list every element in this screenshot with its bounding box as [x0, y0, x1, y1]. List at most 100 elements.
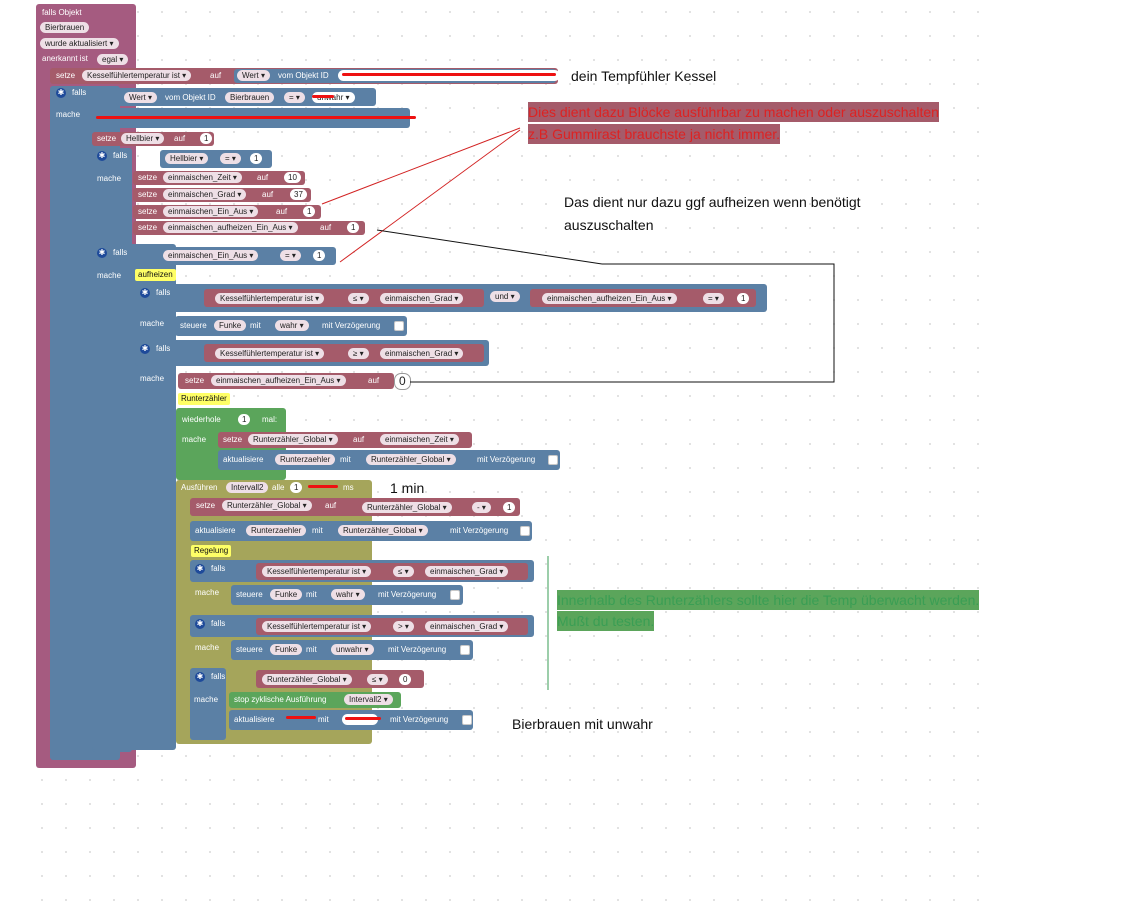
update-global-dropdown-2[interactable]: Runterzähler_Global ▾: [338, 525, 428, 536]
reg2-grad: einmaischen_Grad: [430, 622, 498, 631]
zaehler-field-1[interactable]: Runterzaehler: [275, 454, 336, 465]
funke-field-1[interactable]: Funke: [214, 320, 247, 331]
stop-interval-dropdown[interactable]: Intervall2 ▾: [344, 694, 393, 705]
if-regelung-3-falls: falls: [211, 672, 226, 681]
if1-wert: Wert: [129, 93, 146, 102]
ein-aus-value-field[interactable]: 1: [303, 206, 316, 217]
if-ein-aus-block[interactable]: [92, 244, 176, 750]
event-trigger-dropdown[interactable]: wurde aktualisiert ▾: [40, 38, 119, 49]
set-temp-var: Kesselfühlertemperatur ist: [87, 71, 180, 80]
delay-checkbox-1[interactable]: [394, 321, 404, 331]
cmp-ein-aus-var-dropdown[interactable]: einmaischen_Ein_Aus ▾: [163, 250, 259, 261]
update-global-dropdown-1[interactable]: Runterzähler_Global ▾: [366, 454, 456, 465]
aufh-one-value[interactable]: 1: [737, 293, 750, 304]
delay-checkbox-6[interactable]: [462, 715, 472, 725]
interval-every-field[interactable]: 1: [290, 482, 303, 493]
global-var-dropdown[interactable]: Runterzähler_Global ▾: [248, 434, 338, 445]
if-aufheizen-mache: mache: [140, 319, 165, 328]
reg2-op-dropdown[interactable]: > ▾: [393, 621, 414, 632]
redaction-mark-4: [308, 485, 338, 488]
reg2-temp-dropdown[interactable]: Kesselfühlertemperatur ist ▾: [262, 621, 372, 632]
zeit-var-dropdown[interactable]: einmaischen_Zeit ▾: [163, 172, 242, 183]
if-regelung-2-falls: falls: [211, 619, 226, 628]
aufheizen-var-dropdown[interactable]: einmaischen_aufheizen_Ein_Aus ▾: [163, 222, 298, 233]
and-op-dropdown[interactable]: und ▾: [490, 291, 520, 302]
grad-var-dropdown[interactable]: einmaischen_Grad ▾: [163, 189, 247, 200]
aufheizen-value-field[interactable]: 1: [347, 222, 360, 233]
aufh2-temp-dropdown[interactable]: Kesselfühlertemperatur ist ▾: [215, 348, 325, 359]
if1-wert-dropdown[interactable]: Wert ▾: [124, 92, 157, 103]
cmp-hellbier-var-dropdown[interactable]: Hellbier ▾: [165, 153, 209, 164]
grad-value-field[interactable]: 37: [290, 189, 307, 200]
reg3-global-dropdown[interactable]: Runterzähler_Global ▾: [262, 674, 352, 685]
gear-icon[interactable]: ✱: [140, 344, 150, 354]
wahr-value-1: wahr: [280, 321, 298, 330]
if-regelung-2-mache: mache: [195, 643, 220, 652]
funke-field-3[interactable]: Funke: [270, 644, 303, 655]
set-global-setze: setze: [223, 435, 243, 444]
minus-one-value[interactable]: 1: [503, 502, 516, 513]
aufh-eq-dropdown[interactable]: = ▾: [703, 293, 724, 304]
aufh-temp-dropdown[interactable]: Kesselfühlertemperatur ist ▾: [215, 293, 325, 304]
ein-aus-var: einmaischen_Ein_Aus: [168, 207, 248, 216]
aufh-op1-dropdown[interactable]: ≤ ▾: [348, 293, 369, 304]
cmp-ein-aus-op-dropdown[interactable]: = ▾: [280, 250, 301, 261]
minus-global-var-dropdown[interactable]: Runterzähler_Global ▾: [222, 500, 312, 511]
gear-icon[interactable]: ✱: [195, 672, 205, 682]
zaehler-field-2[interactable]: Runterzaehler: [246, 525, 307, 536]
control-delay-3: mit Verzögerung: [388, 645, 447, 654]
event-object-field[interactable]: Bierbrauen: [40, 22, 90, 33]
ack-dropdown[interactable]: egal ▾: [97, 54, 129, 65]
aufheizen-caption: aufheizen: [135, 269, 176, 281]
gear-icon[interactable]: ✱: [56, 88, 66, 98]
control-delay-2: mit Verzögerung: [378, 590, 437, 599]
gear-icon[interactable]: ✱: [195, 619, 205, 629]
aufh-grad-dropdown[interactable]: einmaischen_Grad ▾: [380, 293, 464, 304]
set-temp-var-dropdown[interactable]: Kesselfühlertemperatur ist ▾: [82, 70, 192, 81]
gear-icon[interactable]: ✱: [97, 151, 107, 161]
if-ein-aus-falls: falls: [113, 248, 128, 257]
cmp-hellbier-value[interactable]: 1: [250, 153, 263, 164]
wahr-dropdown-1[interactable]: wahr ▾: [275, 320, 309, 331]
aufheizen-zero-var-dropdown[interactable]: einmaischen_aufheizen_Ein_Aus ▾: [211, 375, 346, 386]
cmp-ein-aus-var: einmaischen_Ein_Aus: [168, 251, 248, 260]
delay-checkbox-3[interactable]: [520, 526, 530, 536]
minus-op-dropdown[interactable]: - ▾: [472, 502, 491, 513]
gear-icon[interactable]: ✱: [140, 288, 150, 298]
reg1-op-dropdown[interactable]: ≤ ▾: [393, 566, 414, 577]
reg1-temp-dropdown[interactable]: Kesselfühlertemperatur ist ▾: [262, 566, 372, 577]
update-global-2: Runterzähler_Global: [343, 526, 417, 535]
delay-checkbox-2[interactable]: [548, 455, 558, 465]
if1-op-dropdown[interactable]: = ▾: [284, 92, 305, 103]
repeat-times-field[interactable]: 1: [238, 414, 251, 425]
reg2-grad-dropdown[interactable]: einmaischen_Grad ▾: [425, 621, 509, 632]
funke-field-2[interactable]: Funke: [270, 589, 303, 600]
delay-checkbox-4[interactable]: [450, 590, 460, 600]
zeit-value-field[interactable]: 10: [284, 172, 301, 183]
aufh2-grad-dropdown[interactable]: einmaischen_Grad ▾: [380, 348, 464, 359]
if1-object-field[interactable]: Bierbrauen: [225, 92, 275, 103]
global-zeit-dropdown[interactable]: einmaischen_Zeit ▾: [380, 434, 459, 445]
reg1-grad-dropdown[interactable]: einmaischen_Grad ▾: [425, 566, 509, 577]
gear-icon[interactable]: ✱: [97, 248, 107, 258]
hellbier-var-dropdown[interactable]: Hellbier ▾: [121, 133, 165, 144]
ein-aus-var-dropdown[interactable]: einmaischen_Ein_Aus ▾: [163, 206, 259, 217]
aufh-var-dropdown[interactable]: einmaischen_aufheizen_Ein_Aus ▾: [542, 293, 677, 304]
minus-global-dropdown[interactable]: Runterzähler_Global ▾: [362, 502, 452, 513]
interval-name-field[interactable]: Intervall2: [226, 482, 269, 493]
delay-checkbox-5[interactable]: [460, 645, 470, 655]
unwahr-dropdown[interactable]: unwahr ▾: [331, 644, 374, 655]
reg3-op-dropdown[interactable]: ≤ ▾: [367, 674, 388, 685]
hellbier-value-field[interactable]: 1: [200, 133, 213, 144]
aufh2-op-dropdown[interactable]: ≥ ▾: [348, 348, 369, 359]
cmp-hellbier-op-dropdown[interactable]: = ▾: [220, 153, 241, 164]
control-mit-2: mit: [306, 590, 317, 599]
get-value-wert-dropdown[interactable]: Wert ▾: [237, 70, 270, 81]
reg3-zero-value[interactable]: 0: [399, 674, 412, 685]
aufh2-grad: einmaischen_Grad: [385, 349, 453, 358]
cmp-ein-aus-value[interactable]: 1: [313, 250, 326, 261]
wahr-dropdown-2[interactable]: wahr ▾: [331, 589, 365, 600]
update-mit-1: mit: [340, 455, 351, 464]
gear-icon[interactable]: ✱: [195, 564, 205, 574]
